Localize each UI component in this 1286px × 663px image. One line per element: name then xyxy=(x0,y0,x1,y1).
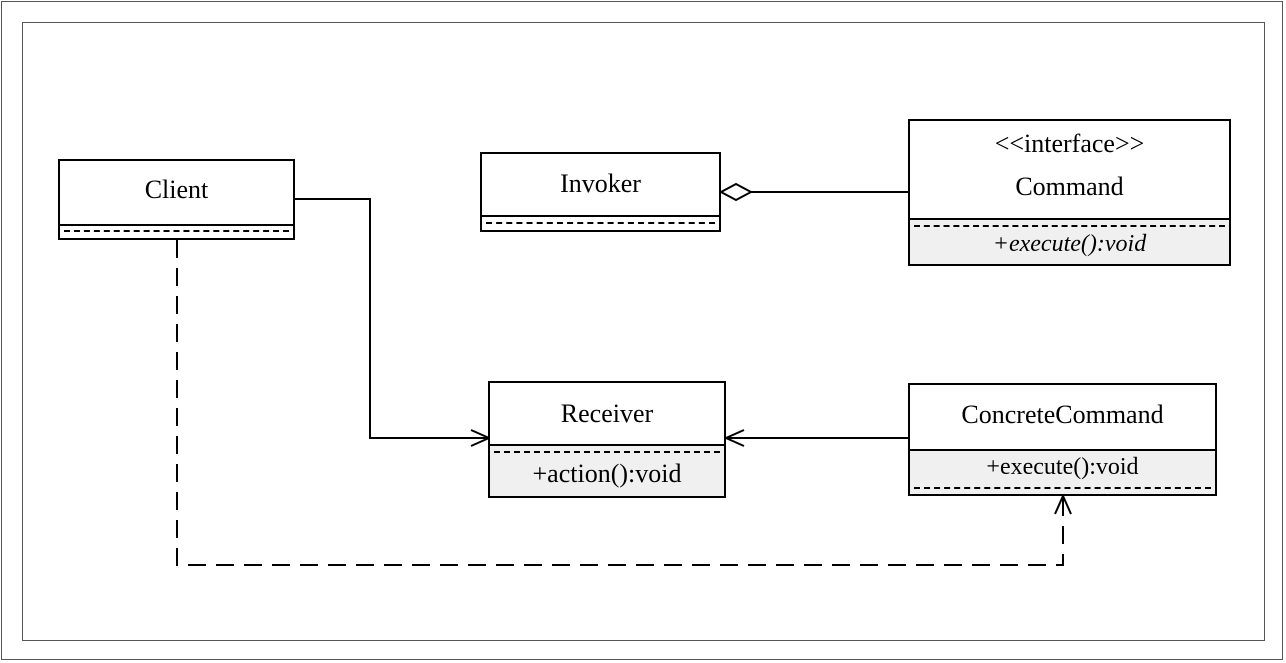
operations-compartment: +execute():void xyxy=(910,449,1215,494)
compartment-dashed-line xyxy=(914,487,1211,489)
class-name-invoker: Invoker xyxy=(560,169,641,198)
compartment-dashed-line xyxy=(486,222,715,224)
compartment-dashed-line xyxy=(914,225,1225,227)
dependency-arrowhead xyxy=(1054,493,1072,515)
aggregation-diamond xyxy=(718,182,754,202)
operation-execute: +execute():void xyxy=(992,231,1147,257)
class-concrete-command[interactable]: ConcreteCommand +execute():void xyxy=(908,383,1217,496)
class-client[interactable]: Client xyxy=(58,159,295,240)
compartment-dashed-line xyxy=(64,230,289,232)
compartment-separator xyxy=(910,218,1229,220)
class-name-client: Client xyxy=(144,175,209,204)
client-concretecommand-dependency xyxy=(176,240,1064,566)
class-invoker[interactable]: Invoker xyxy=(480,152,721,232)
operation-execute: +execute():void xyxy=(986,454,1139,480)
client-receiver-association xyxy=(295,198,489,439)
concretecommand-receiver-arrowhead xyxy=(723,429,745,447)
operations-compartment: +execute():void xyxy=(910,218,1229,264)
stereotype-label: <<interface>> xyxy=(994,129,1145,158)
compartment-dashed-line xyxy=(494,451,720,453)
operations-compartment: +action():void xyxy=(490,444,724,496)
compartment-separator xyxy=(60,224,293,226)
compartment-separator xyxy=(482,215,719,217)
class-name-receiver: Receiver xyxy=(560,399,654,428)
diagram-canvas xyxy=(22,22,1265,641)
class-name-command: Command xyxy=(1015,172,1124,201)
class-name-concrete-command: ConcreteCommand xyxy=(961,400,1164,429)
compartment-separator xyxy=(910,449,1215,451)
class-receiver[interactable]: Receiver +action():void xyxy=(488,381,726,498)
class-command[interactable]: <<interface>> Command +execute():void xyxy=(908,119,1231,266)
operation-action: +action():void xyxy=(532,459,682,488)
compartment-separator xyxy=(490,444,724,446)
